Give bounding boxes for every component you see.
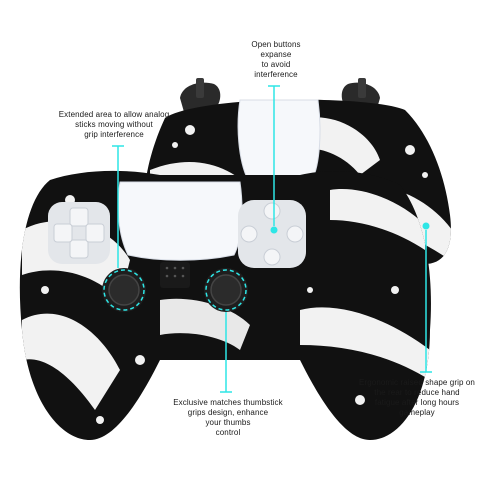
- callout-line: Extended area to allow analog: [58, 110, 170, 119]
- callout-line: Exclusive matches thumbstick: [173, 398, 283, 407]
- callout-line: Open buttons: [251, 40, 301, 49]
- callout-markers: [103, 85, 432, 393]
- callout-line: expanse: [260, 50, 292, 59]
- callout-thumbstick-grips: Exclusive matches thumbstick grips desig…: [158, 398, 298, 438]
- thumbstick-icon: [102, 268, 248, 312]
- callout-line: control: [215, 428, 241, 437]
- callout-line: Ergonomic raised shape grip on: [359, 378, 475, 387]
- callout-extended-area: Extended area to allow analog sticks mov…: [44, 110, 184, 140]
- face-buttons-icon: [238, 200, 306, 268]
- callout-line: your thumbs: [205, 418, 251, 427]
- callout-line: grip interference: [84, 130, 144, 139]
- callout-line: grips design, enhance: [187, 408, 269, 417]
- callout-line: interference: [254, 70, 298, 79]
- front-touchpad: [117, 181, 243, 261]
- callout-line: the rear to reduce hand: [374, 388, 460, 397]
- back-touchpad: [237, 99, 321, 185]
- callout-open-buttons: Open buttons expanse to avoid interferen…: [228, 40, 324, 80]
- callout-line: sticks moving without: [75, 120, 153, 129]
- callout-ergonomic-grip: Ergonomic raised shape grip on the rear …: [354, 378, 480, 418]
- center-grill: [160, 262, 190, 288]
- dpad-icon: [48, 202, 110, 264]
- callout-line: to avoid: [261, 60, 291, 69]
- callout-line: fatigue after long hours: [374, 398, 460, 407]
- callout-line: gameplay: [399, 408, 435, 417]
